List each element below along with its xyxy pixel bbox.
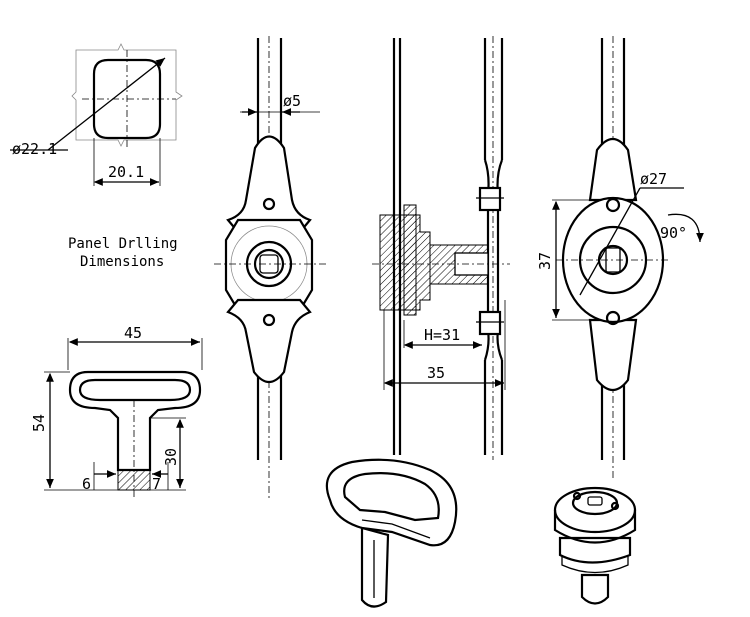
body-height-label: 37 xyxy=(536,252,554,270)
key-tip-right-label: 7 xyxy=(152,475,161,493)
panel-drilling-title: Panel Drlling xyxy=(68,236,178,252)
key-drawing xyxy=(44,338,203,498)
key-tip-left-label: 6 xyxy=(82,475,91,493)
body-diameter-label: ø27 xyxy=(640,170,667,188)
h-depth-label: H=31 xyxy=(424,326,460,344)
panel-drilling-subtitle: Dimensions xyxy=(80,254,164,270)
panel-cutout-view xyxy=(10,43,183,186)
rotation-label: 90° xyxy=(660,224,687,242)
side-section-view xyxy=(372,36,510,460)
cutout-diameter-label: ø22.1 xyxy=(12,140,57,158)
key-height-label: 54 xyxy=(30,414,48,432)
key-shaft-label: 30 xyxy=(162,448,180,466)
key-width-label: 45 xyxy=(124,324,142,342)
total-depth-label: 35 xyxy=(427,364,445,382)
key-3d-sketch xyxy=(325,458,458,608)
cutout-width-label: 20.1 xyxy=(108,163,144,181)
rear-view xyxy=(552,36,704,480)
front-view xyxy=(214,36,326,500)
rod-diameter-label: ø5 xyxy=(283,92,301,110)
lock-3d-sketch xyxy=(553,486,637,605)
